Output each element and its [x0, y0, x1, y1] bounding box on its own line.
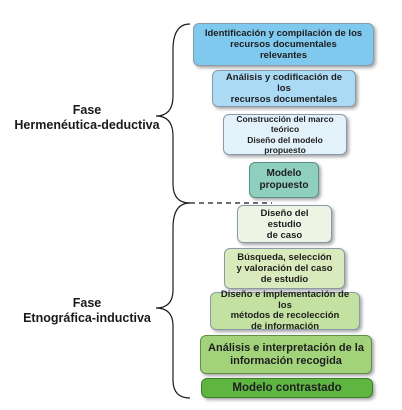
- phase-etnografica-line1: Fase: [72, 296, 102, 310]
- step-analisis-codificacion: Análisis y codificación de los recursos …: [212, 70, 356, 107]
- step-diseno-estudio: Diseño del estudio de caso: [237, 205, 332, 243]
- brace-hermeneutica: [155, 23, 191, 204]
- phase-hermeneutica-line1: Fase: [72, 103, 102, 117]
- phase-hermeneutica-line2: Hermenéutica-deductiva: [14, 118, 160, 132]
- phase-label-etnografica: Fase Etnográfica-inductiva: [2, 296, 172, 326]
- step-modelo-propuesto: Modelo propuesto: [249, 162, 319, 198]
- step-marco-teorico: Construcción del marco teórico Diseño de…: [223, 114, 347, 155]
- step-busqueda-seleccion: Búsqueda, selección y valoración del cas…: [224, 248, 345, 289]
- step-analisis-interpretacion: Análisis e interpretación de la informac…: [200, 335, 372, 374]
- phase-etnografica-line2: Etnográfica-inductiva: [23, 311, 151, 325]
- step-identificacion: Identificación y compilación de los recu…: [193, 23, 374, 66]
- phase-label-hermeneutica: Fase Hermenéutica-deductiva: [2, 103, 172, 133]
- step-modelo-contrastado: Modelo contrastado: [201, 378, 373, 398]
- brace-etnografica: [155, 202, 191, 399]
- step-diseno-metodos: Diseño e implementación de los métodos d…: [210, 289, 360, 331]
